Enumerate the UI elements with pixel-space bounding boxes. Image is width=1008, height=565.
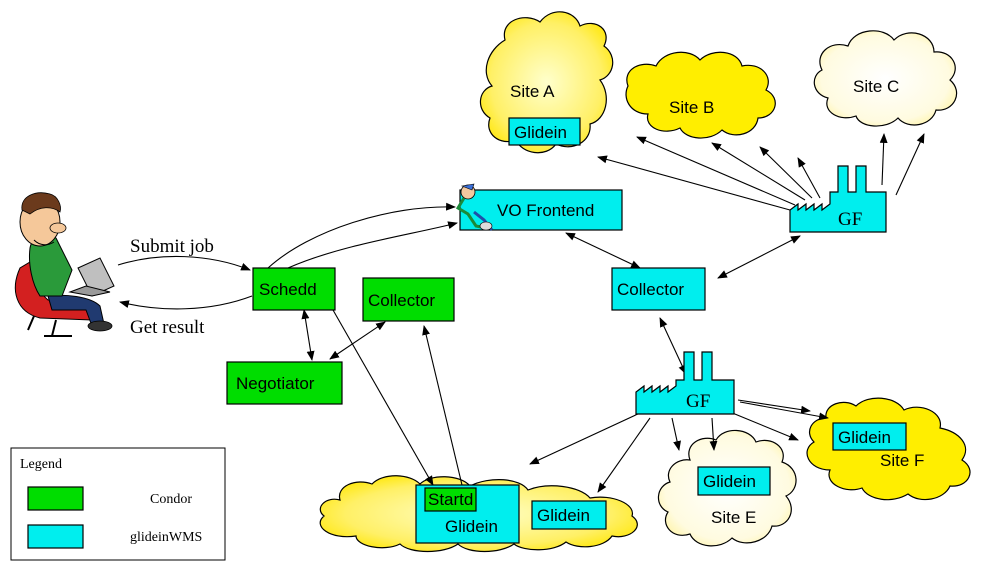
negotiator-label: Negotiator: [236, 374, 315, 393]
legend: Legend Condor glideinWMS: [10, 447, 226, 561]
cloud-site-c: [813, 30, 958, 127]
site-e-label: Site E: [711, 508, 756, 527]
factory-top-label: GF: [838, 209, 862, 230]
cloud-site-b: [625, 51, 776, 139]
submit-job-label: Submit job: [130, 236, 214, 257]
glidein-bottom: [531, 500, 607, 530]
legend-glideinwms-swatch: [27, 524, 84, 549]
negotiator-box: [226, 361, 343, 405]
vo-frontend-label: VO Frontend: [497, 201, 594, 220]
glidein-bottom-label: Glidein: [537, 506, 590, 525]
legend-glideinwms-label: glideinWMS: [130, 530, 202, 545]
glidein-site-e: [697, 466, 771, 496]
collector-gwms-box: [611, 267, 706, 311]
startd-label: Startd: [428, 490, 473, 509]
site-a-label: Site A: [510, 82, 555, 101]
site-b-label: Site B: [669, 98, 714, 117]
legend-condor-label: Condor: [150, 492, 192, 507]
glidein-site-e-label: Glidein: [703, 472, 756, 491]
collector-condor-label: Collector: [368, 291, 435, 310]
schedd-box: [252, 267, 336, 311]
collector-condor-box: [362, 277, 455, 322]
glidein-startd-label: Glidein: [445, 517, 498, 536]
frontend-person-icon: [455, 183, 494, 231]
legend-condor-swatch: [27, 486, 84, 511]
factory-top-icon: GF: [789, 165, 887, 233]
startd-box: [424, 487, 477, 512]
collector-gwms-label: Collector: [617, 280, 684, 299]
user-at-laptop-icon: [14, 192, 115, 337]
factory-bottom-icon: GF: [635, 351, 735, 415]
schedd-label: Schedd: [259, 280, 317, 299]
glidein-site-a-label: Glidein: [514, 123, 567, 142]
get-result-label: Get result: [130, 317, 205, 338]
glidein-site-a: [508, 117, 581, 146]
factory-bottom-label: GF: [686, 391, 710, 412]
glidein-site-f-label: Glidein: [838, 428, 891, 447]
glidein-site-f: [832, 422, 907, 451]
site-f-label: Site F: [880, 451, 924, 470]
legend-title: Legend: [20, 457, 62, 472]
site-c-label: Site C: [853, 77, 899, 96]
